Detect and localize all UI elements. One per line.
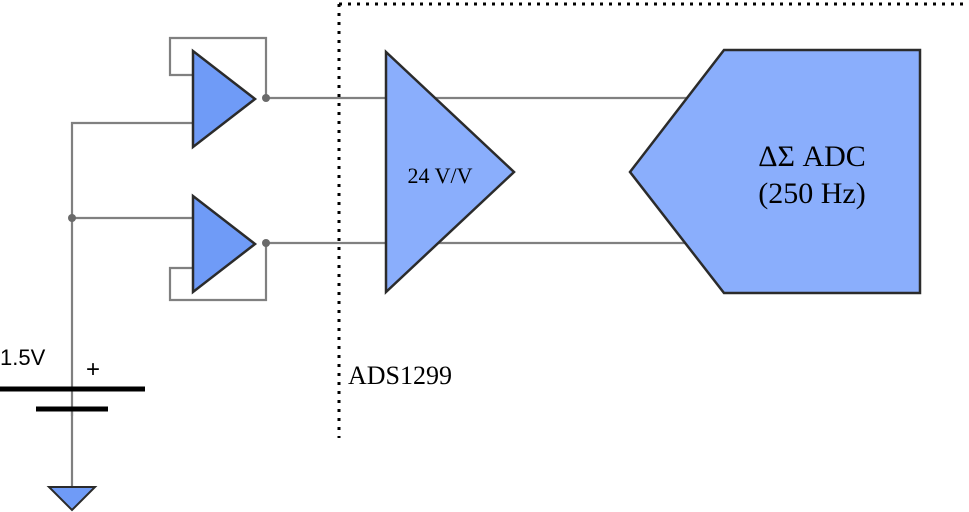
junction-bias bbox=[68, 214, 76, 222]
adc-block bbox=[628, 48, 922, 295]
adc-title-label: ΔΣ ADC bbox=[758, 140, 866, 173]
chip-name-label: ADS1299 bbox=[348, 361, 452, 390]
pga-gain-label: 24 V/V bbox=[408, 163, 473, 188]
feedback-loop-top bbox=[168, 36, 268, 98]
bias-rail bbox=[70, 121, 193, 416]
junction-top-output bbox=[262, 94, 270, 102]
buffer-amp-bottom bbox=[191, 193, 258, 295]
ground-icon bbox=[46, 486, 98, 512]
buffer-amp-top bbox=[191, 48, 258, 150]
adc-rate-label: (250 Hz) bbox=[758, 177, 865, 210]
feedback-loop-bottom bbox=[168, 243, 268, 302]
junction-bottom-output bbox=[262, 239, 270, 247]
battery-plus-label: + bbox=[86, 356, 100, 383]
pga-amplifier bbox=[384, 49, 516, 295]
battery-voltage-label: 1.5V bbox=[0, 345, 46, 370]
